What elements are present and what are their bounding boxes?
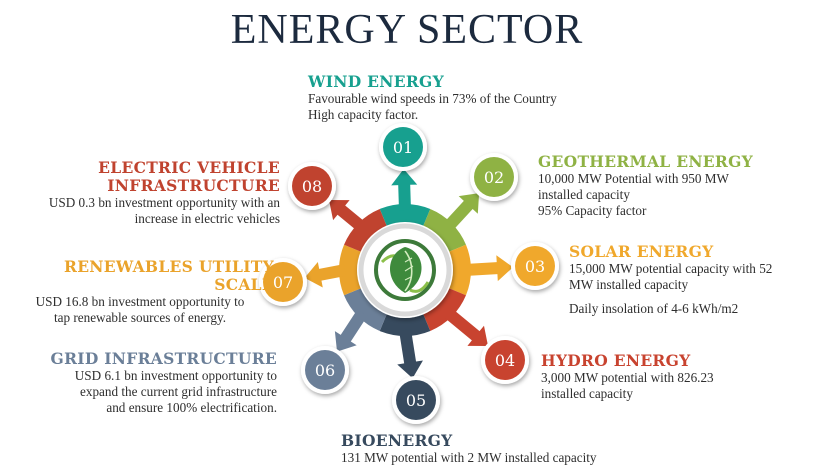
node-solar: 03 bbox=[511, 242, 559, 290]
sector-hydro-desc-1: 3,000 MW potential with 826.23 bbox=[541, 370, 714, 385]
sector-solar-desc-2: MW installed capacity bbox=[569, 277, 689, 292]
sector-wind-heading: WIND ENERGY bbox=[308, 72, 444, 91]
sector-grid-desc-1: USD 6.1 bn investment opportunity to bbox=[74, 368, 277, 383]
node-badge-hydro bbox=[485, 340, 525, 380]
node-number-ev: 08 bbox=[302, 177, 322, 196]
sector-renewables: RENEWABLES UTILITY SCALE USD 16.8 bn inv… bbox=[6, 258, 274, 326]
sector-arrows bbox=[304, 168, 514, 379]
node-wind: 01 bbox=[379, 123, 427, 171]
node-badge-grid bbox=[305, 350, 345, 390]
sector-grid-heading: GRID INFRASTRUCTURE bbox=[50, 349, 277, 368]
sector-solar-desc-1: 15,000 MW potential capacity with 52 bbox=[569, 261, 773, 276]
sector-wind-desc-1: Favourable wind speeds in 73% of the Cou… bbox=[308, 91, 557, 106]
sector-ev-desc-1: USD 0.3 bn investment opportunity with a… bbox=[48, 195, 280, 210]
arrow-grid bbox=[334, 309, 368, 352]
node-number-solar: 03 bbox=[525, 257, 545, 276]
sector-solar-extra: Daily insolation of 4-6 kWh/m2 bbox=[569, 301, 739, 316]
node-geothermal: 02 bbox=[470, 153, 518, 201]
sector-solar-heading: SOLAR ENERGY bbox=[569, 242, 714, 261]
ring-segment-ev bbox=[344, 209, 389, 254]
sector-nodes: 01 02 03 04 05 06 07 08 bbox=[259, 123, 559, 424]
sector-ev-heading-2: INFRASTRUCTURE bbox=[107, 176, 280, 195]
arrow-ev bbox=[328, 199, 367, 233]
node-renewables: 07 bbox=[259, 258, 307, 306]
sector-grid-desc-3: and ensure 100% electrification. bbox=[106, 400, 277, 415]
sector-bioenergy: BIOENERGY 131 MW potential with 2 MW ins… bbox=[341, 432, 597, 466]
sector-geothermal-desc-1: 10,000 MW Potential with 950 MW bbox=[538, 171, 729, 186]
ring-segment-solar bbox=[445, 244, 471, 296]
node-bioenergy: 05 bbox=[392, 376, 440, 424]
node-badge-geothermal bbox=[474, 157, 514, 197]
node-badge-wind bbox=[383, 127, 423, 167]
sector-hydro-desc-2: installed capacity bbox=[541, 386, 633, 401]
ring-segment-renewables bbox=[339, 244, 365, 296]
sector-ev-heading-1: ELECTRIC VEHICLE bbox=[98, 158, 280, 177]
ring-segment-grid bbox=[344, 286, 389, 331]
sector-bioenergy-desc-1: 131 MW potential with 2 MW installed cap… bbox=[341, 450, 597, 465]
arrow-solar bbox=[464, 255, 514, 282]
sector-ev: ELECTRIC VEHICLE INFRASTRUCTURE USD 0.3 … bbox=[49, 159, 280, 227]
node-ev: 08 bbox=[288, 162, 336, 210]
node-badge-renewables bbox=[263, 262, 303, 302]
arrow-hydro bbox=[443, 307, 489, 346]
node-badge-ev bbox=[292, 166, 332, 206]
sector-grid-desc-2: expand the current grid infrastructure bbox=[80, 384, 277, 399]
arrow-wind bbox=[391, 168, 418, 211]
sector-geothermal: GEOTHERMAL ENERGY 10,000 MW Potential wi… bbox=[538, 153, 753, 219]
leaf-globe-icon bbox=[374, 239, 436, 301]
node-number-renewables: 07 bbox=[273, 273, 293, 292]
node-number-wind: 01 bbox=[393, 138, 413, 157]
sector-bioenergy-heading: BIOENERGY bbox=[341, 431, 453, 450]
sector-wind: WIND ENERGY Favourable wind speeds in 73… bbox=[308, 73, 557, 123]
sector-renewables-heading-2: SCALE bbox=[214, 275, 274, 294]
node-grid: 06 bbox=[301, 346, 349, 394]
node-number-bioenergy: 05 bbox=[406, 391, 426, 410]
sector-solar: SOLAR ENERGY 15,000 MW potential capacit… bbox=[569, 243, 772, 317]
sector-grid: GRID INFRASTRUCTURE USD 6.1 bn investmen… bbox=[51, 350, 277, 416]
sector-geothermal-desc-2: installed capacity bbox=[538, 187, 630, 202]
page-title: ENERGY SECTOR bbox=[230, 7, 584, 53]
node-number-hydro: 04 bbox=[495, 351, 515, 370]
node-number-geothermal: 02 bbox=[484, 168, 504, 187]
center-hub bbox=[357, 222, 453, 318]
sector-wind-desc-2: High capacity factor. bbox=[308, 107, 419, 122]
node-number-grid: 06 bbox=[315, 361, 335, 380]
ring-segment-bioenergy bbox=[379, 310, 431, 336]
ring-segment-hydro bbox=[421, 286, 466, 331]
sector-geothermal-heading: GEOTHERMAL ENERGY bbox=[538, 152, 753, 171]
sector-renewables-heading-1: RENEWABLES UTILITY bbox=[64, 257, 274, 276]
sector-renewables-desc-2: tap renewable sources of energy. bbox=[53, 310, 227, 325]
sector-hydro: HYDRO ENERGY 3,000 MW potential with 826… bbox=[541, 352, 714, 402]
sector-geothermal-desc-3: 95% Capacity factor bbox=[538, 203, 647, 218]
ring-segment-wind bbox=[379, 204, 431, 230]
sector-ring bbox=[339, 204, 471, 336]
sector-renewables-desc-1: USD 16.8 bn investment opportunity to bbox=[35, 294, 245, 309]
node-hydro: 04 bbox=[481, 336, 529, 384]
sector-hydro-heading: HYDRO ENERGY bbox=[541, 351, 691, 370]
arrow-renewables bbox=[304, 262, 347, 288]
sector-ev-desc-2: increase in electric vehicles bbox=[134, 211, 280, 226]
ring-segment-geothermal bbox=[421, 209, 466, 254]
node-badge-solar bbox=[515, 246, 555, 286]
arrow-bioenergy bbox=[397, 329, 423, 379]
arrow-geothermal bbox=[443, 193, 480, 232]
node-badge-bioenergy bbox=[396, 380, 436, 420]
